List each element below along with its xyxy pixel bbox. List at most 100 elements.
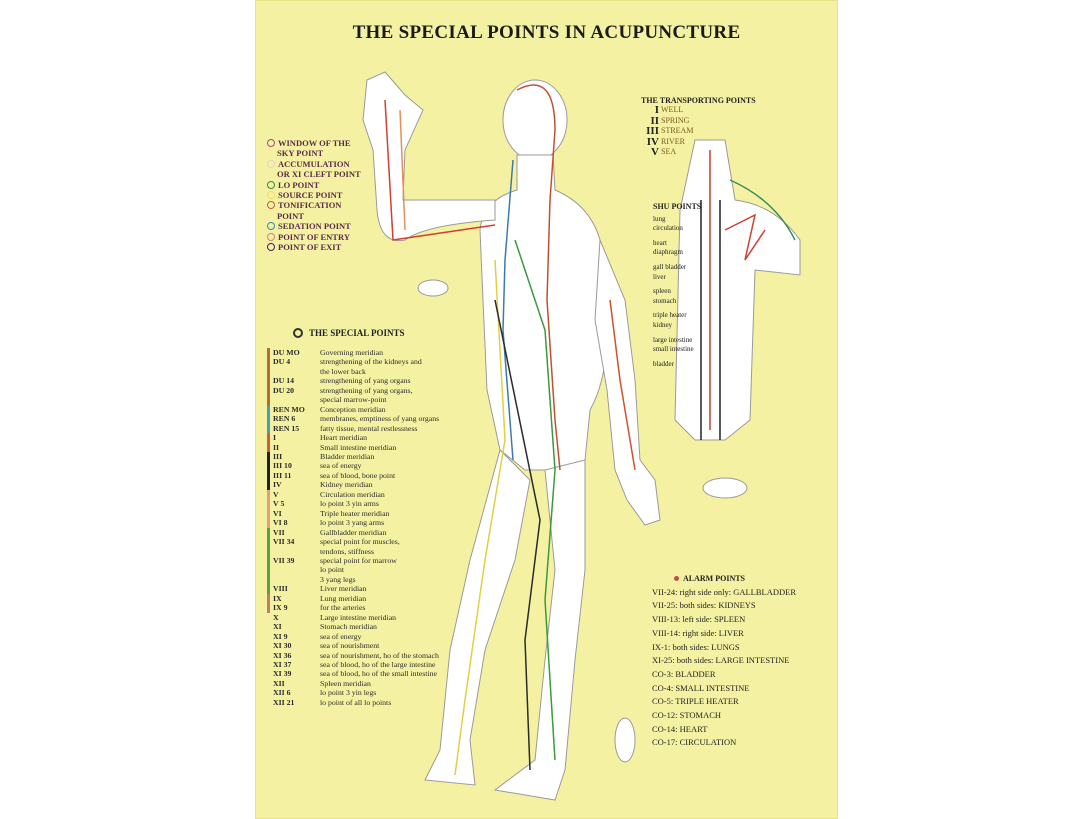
point-description: Kidney meridian <box>320 480 373 490</box>
point-code: I <box>273 433 277 443</box>
body-figure-illustration <box>362 71 801 801</box>
legend-label: TONIFICATION <box>278 200 342 211</box>
right-leg-shape <box>493 459 586 801</box>
special-point-row: 3 yang legs <box>267 574 439 585</box>
point-description: 3 yang legs <box>320 574 356 584</box>
point-description: sea of energy <box>320 461 362 471</box>
point-description: special marrow-point <box>320 395 387 405</box>
point-description: Small intestine meridian <box>320 442 397 452</box>
point-code <box>273 395 320 404</box>
point-description: sea of nourishment <box>320 641 380 651</box>
alarm-point-item: CO-14: HEART <box>652 723 708 734</box>
point-description: Large intestine meridian <box>320 612 397 622</box>
shu-point-label: circulation <box>653 224 683 233</box>
alarm-point-item: CO-3: BLADDER <box>652 668 716 679</box>
point-code: XI 30 <box>273 641 292 651</box>
point-code: XI 9 <box>273 631 288 641</box>
special-points-heading: THE SPECIAL POINTS <box>293 328 405 338</box>
point-code: XI 36 <box>273 650 292 660</box>
alarm-point-item: CO-12: STOMACH <box>652 710 722 721</box>
transporting-label: SPRING <box>661 115 690 125</box>
shu-point-label: lung <box>653 214 666 223</box>
special-point-row: XI 39 sea of blood, ho of the small intes… <box>267 669 439 678</box>
point-description: Bladder meridian <box>320 451 375 461</box>
point-description: sea of blood, ho of the small intestine <box>320 669 437 679</box>
legend-item: TONIFICATION <box>267 200 361 210</box>
legend-item: ACCUMULATION <box>267 159 361 169</box>
point-code: DU 4 <box>273 357 291 367</box>
transporting-label: STREAM <box>661 126 694 135</box>
point-description: Heart meridian <box>320 433 367 443</box>
shu-point-label: liver <box>653 272 666 281</box>
roman-numeral: IV <box>646 135 659 148</box>
special-point-row: special marrow-point <box>267 395 439 405</box>
transporting-heading: THE TRANSPORTING POINTS <box>641 96 756 105</box>
point-code: VII <box>273 527 285 537</box>
point-code: V 5 <box>273 499 285 509</box>
point-code: XII <box>273 678 285 688</box>
shu-point-label: diaphragm <box>653 248 683 257</box>
shu-point-label: heart <box>653 238 667 247</box>
shu-point-label: stomach <box>653 296 677 305</box>
acupuncture-poster: THE SPECIAL POINTS IN ACUPUNCTURE <box>255 0 838 819</box>
legend-item: WINDOW OF THE <box>267 138 361 148</box>
alarm-point-item: CO-17: CIRCULATION <box>652 737 737 748</box>
point-description: Gallbladder meridian <box>320 527 387 537</box>
point-code: V <box>273 489 279 499</box>
point-description: lo point 3 yin legs <box>320 688 377 698</box>
torso-shape <box>479 154 608 471</box>
point-code: II <box>273 442 280 452</box>
shu-point-label: small intestine <box>653 345 694 354</box>
alarm-point-item: VII-25: both sides: KIDNEYS <box>652 600 756 611</box>
transporting-label: RIVER <box>661 136 685 146</box>
ring-icon <box>293 328 303 338</box>
shu-point-label: triple heater <box>653 311 687 320</box>
point-code: VI 8 <box>273 518 288 528</box>
transporting-label: SEA <box>661 147 677 156</box>
alarm-point-item: VIII-14: right side: LIVER <box>652 627 744 638</box>
point-description: sea of energy <box>320 631 362 641</box>
point-description: special point for muscles, <box>320 537 400 547</box>
point-code <box>273 547 320 556</box>
point-code: XII 21 <box>273 697 295 707</box>
point-code: DU 14 <box>273 376 295 386</box>
point-code: III <box>273 451 283 461</box>
point-code: VIII <box>273 584 288 594</box>
back-figure-shape <box>674 139 801 441</box>
point-code: VI <box>273 508 282 518</box>
legend-label: POINT OF EXIT <box>278 242 342 253</box>
alarm-point-item: CO-4: SMALL INTESTINE <box>652 682 750 693</box>
point-code: IX 9 <box>273 603 288 613</box>
legend-label: POINT <box>277 210 304 221</box>
point-code: IX <box>273 593 282 603</box>
point-description: strengthening of yang organs, <box>320 385 413 395</box>
shu-point-label: spleen <box>653 287 671 296</box>
point-code: XI 39 <box>273 669 292 679</box>
alarm-point-item: CO-5: TRIPLE HEATER <box>652 696 739 707</box>
point-code: III 10 <box>273 461 292 471</box>
point-description: strengthening of yang organs <box>320 376 411 386</box>
special-point-row: XI 9 sea of energy <box>267 632 439 641</box>
special-point-row: the lower back <box>267 366 439 377</box>
point-code: REN MO <box>273 404 305 414</box>
roman-numeral: II <box>650 114 659 127</box>
